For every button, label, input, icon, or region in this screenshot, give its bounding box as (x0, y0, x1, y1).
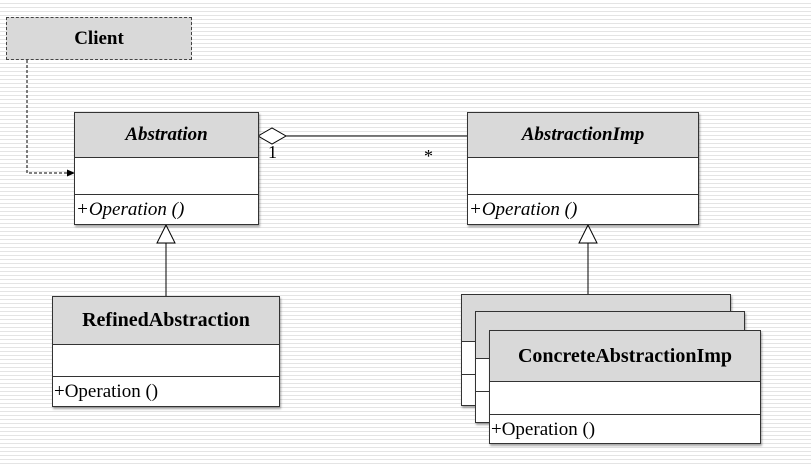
concrete-abstraction-imp-attributes (490, 382, 760, 415)
abstraction-class[interactable]: Abstration +Operation () (74, 112, 259, 225)
client-class[interactable]: Client (6, 17, 192, 60)
refined-abstraction-operation: +Operation () (54, 381, 159, 402)
concrete-abstraction-imp-class-name: ConcreteAbstractionImp (490, 331, 760, 382)
dependency-arrowhead (67, 169, 75, 177)
generalization-arrow-left (156, 223, 176, 244)
abstraction-imp-class[interactable]: AbstractionImp +Operation () (467, 112, 699, 225)
abstraction-imp-operation: +Operation () (469, 199, 578, 220)
refined-abstraction-class[interactable]: RefinedAbstraction +Operation () (52, 296, 280, 407)
abstraction-imp-class-name: AbstractionImp (468, 113, 698, 158)
refined-abstraction-attributes (53, 345, 279, 377)
dependency-line (26, 60, 70, 174)
concrete-abstraction-imp-class[interactable]: ConcreteAbstractionImp +Operation () (489, 330, 761, 444)
aggregation-diamond (256, 127, 288, 145)
generalization-arrow-right (578, 223, 598, 244)
abstraction-class-name: Abstration (75, 113, 258, 158)
abstraction-attributes (75, 158, 258, 195)
refined-abstraction-class-name: RefinedAbstraction (53, 297, 279, 345)
multiplicity-many: * (424, 146, 433, 166)
client-class-name: Client (74, 27, 124, 49)
abstraction-operation: +Operation () (76, 199, 185, 220)
concrete-abstraction-imp-operation: +Operation () (491, 419, 596, 440)
abstraction-imp-attributes (468, 158, 698, 195)
multiplicity-one: 1 (268, 142, 277, 162)
